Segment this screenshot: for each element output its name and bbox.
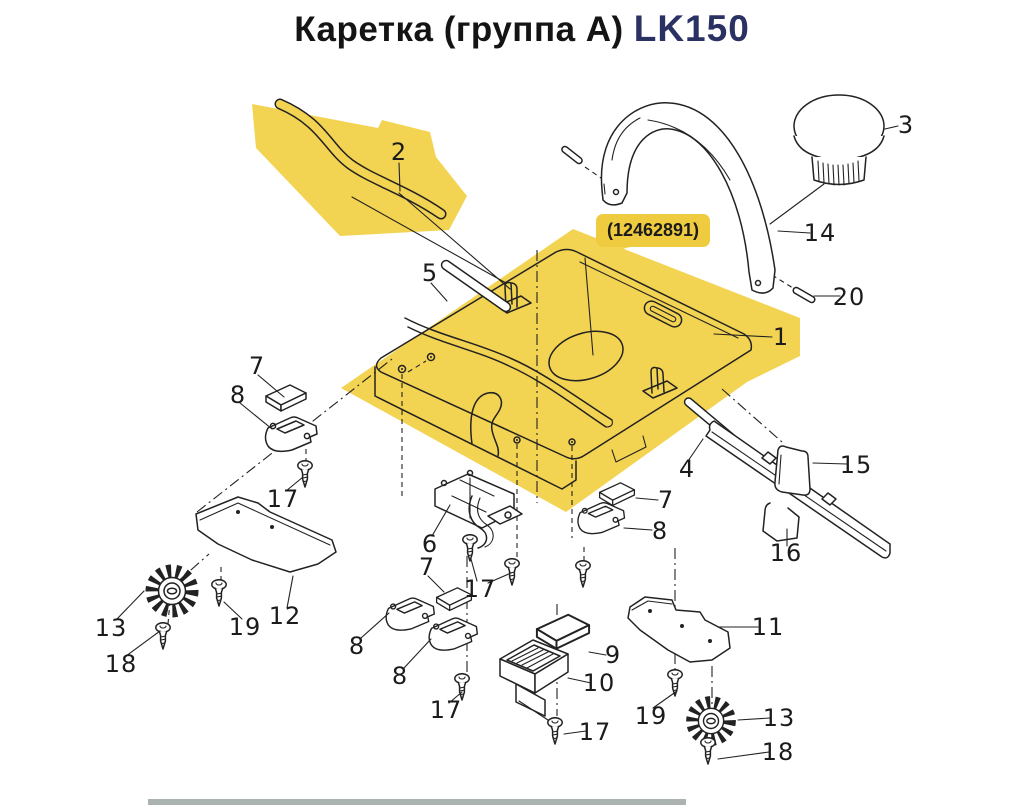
part-7-pad-left — [265, 384, 307, 412]
footer-bar — [148, 799, 686, 805]
part-15-rail-and-flap — [705, 420, 891, 559]
assembly-axes — [167, 166, 794, 738]
part-2-lever — [274, 98, 511, 290]
title-text: Каретка (группа А) — [294, 10, 624, 49]
part-20-pin — [792, 286, 816, 304]
part-17-screw-center-b — [504, 558, 520, 586]
part-18-screw-right — [700, 737, 716, 765]
part-number-label[interactable]: (12462891) — [596, 214, 710, 247]
part-3-knob — [769, 94, 885, 225]
highlight-part-1 — [341, 229, 800, 512]
part-9-pad — [535, 613, 591, 650]
part-8-screw-right — [575, 560, 591, 588]
part-13-brush-right — [692, 702, 730, 740]
part-8-bracket-center-a — [385, 597, 436, 631]
part-11-plate — [627, 596, 731, 663]
part-14-handle — [600, 102, 776, 294]
part-16-wire-bracket — [762, 502, 800, 542]
part-17-screw-center-a — [462, 534, 478, 562]
part-8-bracket-right — [577, 501, 626, 535]
part-18-screw-left — [155, 622, 171, 650]
part-17-screw-bottom — [547, 717, 563, 745]
part-5-strip — [440, 259, 512, 313]
part-8-bracket-left — [264, 416, 318, 453]
part-1-carriage-plate — [374, 248, 753, 490]
part-7-pad-center — [435, 587, 473, 612]
part-10-brush-holder — [499, 639, 569, 723]
part-6-assembly — [434, 469, 523, 549]
part-13-brush-left — [152, 571, 192, 611]
part-12-plate — [195, 496, 337, 573]
part-17-screw-left — [297, 460, 313, 488]
leader-lines — [115, 125, 899, 760]
page-title: Каретка (группа А) LK150 — [0, 8, 1024, 50]
model-badge: LK150 — [633, 8, 750, 49]
part-8-bracket-center-b — [428, 617, 479, 651]
label-bubble-tail — [566, 243, 634, 264]
handle-left-pin — [561, 145, 583, 165]
